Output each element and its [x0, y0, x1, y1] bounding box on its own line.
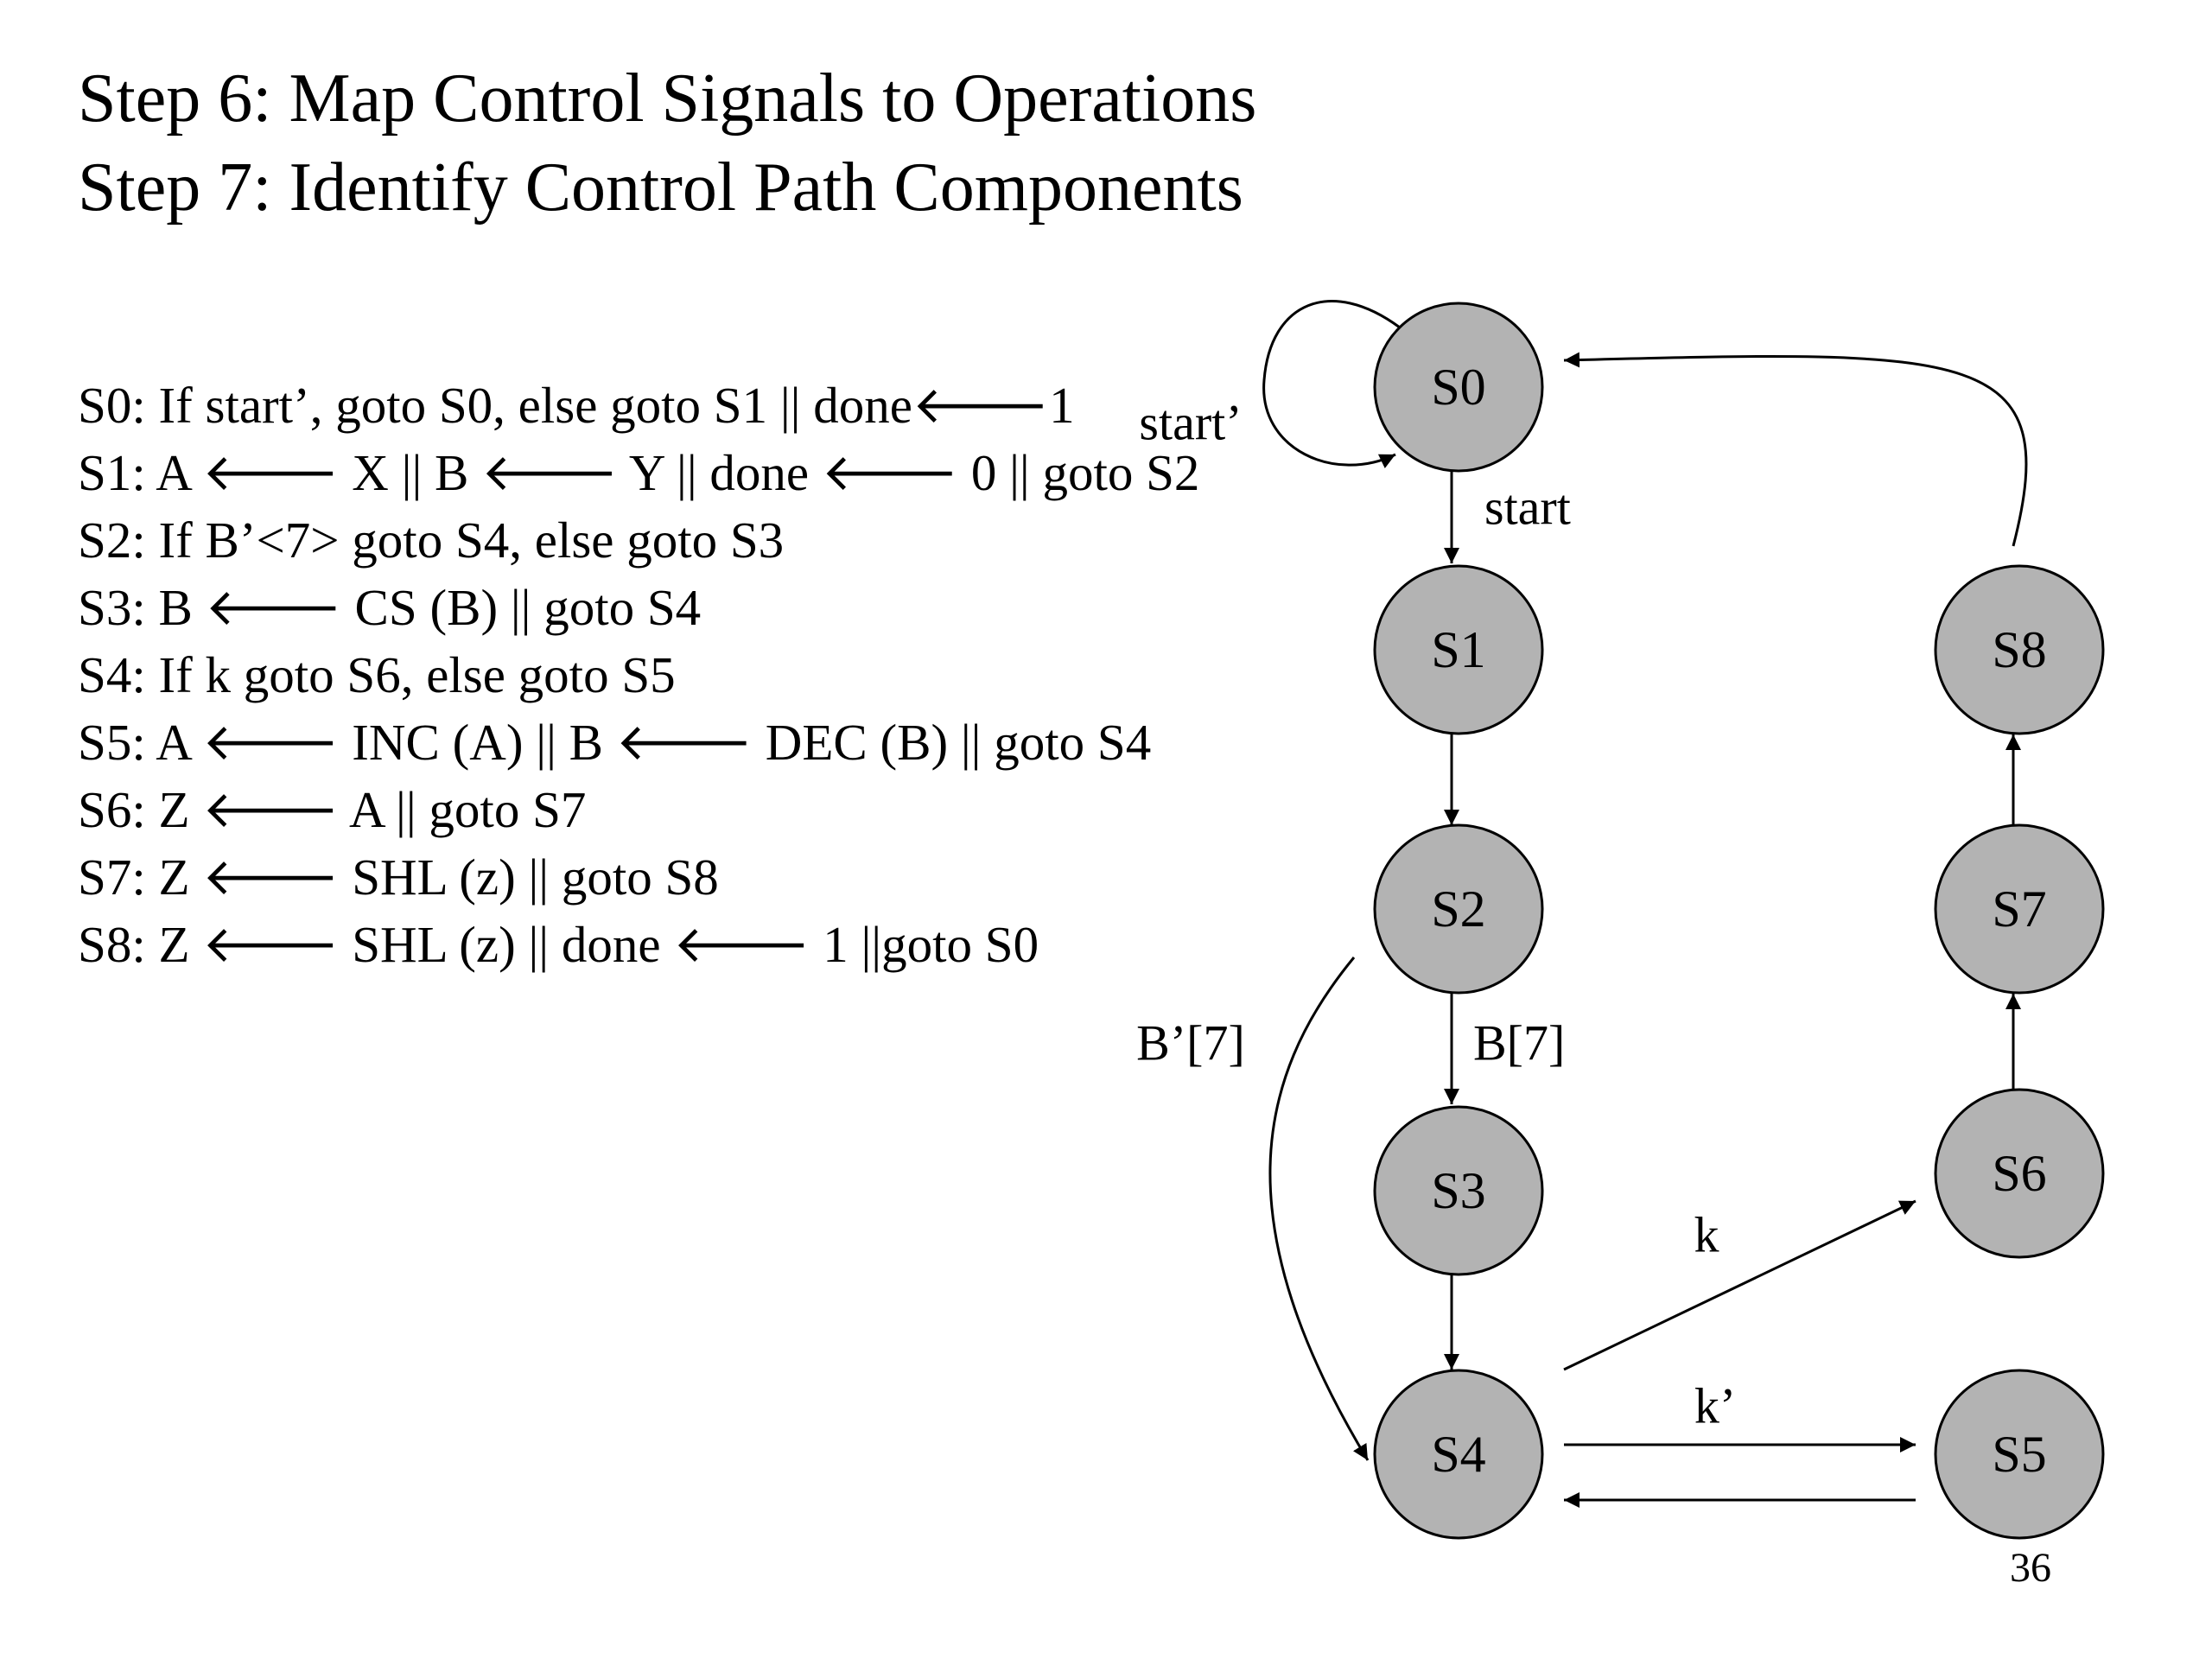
state-circle-s5 [1934, 1369, 2105, 1540]
state-label-s3: S3 [1431, 1162, 1485, 1219]
state-op-s3: S3: B 🡐 CS (B) || goto S4 [78, 579, 702, 636]
state-label-s5: S5 [1992, 1426, 2046, 1483]
state-circle-s0 [1373, 302, 1544, 473]
state-op-s5: S5: A 🡐 INC (A) || B 🡐 DEC (B) || goto S… [78, 714, 1152, 771]
state-circle-s1 [1373, 564, 1544, 735]
slide-title-step7: Step 7: Identify Control Path Components [78, 149, 1243, 226]
state-operations-list: S0: If start’, goto S0, else goto S1 || … [78, 372, 1199, 978]
state-label-s0: S0 [1431, 359, 1485, 416]
state-label-s4: S4 [1431, 1426, 1485, 1483]
state-op-s0: S0: If start’, goto S0, else goto S1 || … [78, 377, 1075, 434]
edge-label-s2-to-s4: B’[7] [1136, 1014, 1245, 1071]
page-number: 36 [2010, 1545, 2051, 1591]
state-op-s4: S4: If k goto S6, else goto S5 [78, 646, 676, 703]
state-circle-s4 [1373, 1369, 1544, 1540]
state-node-s0: S0 [1373, 302, 1544, 473]
state-circle-s3 [1373, 1105, 1544, 1276]
edge-s4-to-s6 [1563, 1199, 1916, 1371]
state-node-s1: S1 [1373, 564, 1544, 735]
state-op-s7: S7: Z 🡐 SHL (z) || goto S8 [78, 849, 719, 906]
state-node-s2: S2 [1373, 823, 1544, 995]
edge-label-s2-to-s3: B[7] [1473, 1014, 1565, 1071]
state-op-s2: S2: If B’<7> goto S4, else goto S3 [78, 512, 785, 569]
edge-s0-to-s0 [1262, 300, 1401, 468]
state-op-s6: S6: Z 🡐 A || goto S7 [78, 781, 587, 838]
edge-label-s0-to-s0: start’ [1139, 394, 1242, 450]
edge-s2-to-s4 [1268, 957, 1370, 1461]
state-node-s8: S8 [1934, 564, 2105, 735]
state-node-s6: S6 [1934, 1088, 2105, 1259]
diagram-edges [1262, 300, 2028, 1508]
state-node-s5: S5 [1934, 1369, 2105, 1540]
state-label-s1: S1 [1431, 621, 1485, 678]
state-circle-s2 [1373, 823, 1544, 995]
state-node-s3: S3 [1373, 1105, 1544, 1276]
state-node-s7: S7 [1934, 823, 2105, 995]
state-node-s4: S4 [1373, 1369, 1544, 1540]
slide-title-step6: Step 6: Map Control Signals to Operation… [78, 60, 1257, 137]
edge-label-s4-to-s5: k’ [1694, 1377, 1736, 1433]
edge-label-s4-to-s6: k [1694, 1206, 1719, 1262]
state-circle-s7 [1934, 823, 2105, 995]
state-op-s8: S8: Z 🡐 SHL (z) || done 🡐 1 ||goto S0 [78, 916, 1039, 973]
state-label-s8: S8 [1992, 621, 2046, 678]
state-label-s7: S7 [1992, 880, 2046, 938]
state-label-s6: S6 [1992, 1145, 2046, 1202]
edge-s8-to-s0 [1563, 352, 2028, 547]
edge-label-s0-to-s1: start [1484, 479, 1571, 535]
state-circle-s8 [1934, 564, 2105, 735]
state-label-s2: S2 [1431, 880, 1485, 938]
state-circle-s6 [1934, 1088, 2105, 1259]
state-op-s1: S1: A 🡐 X || B 🡐 Y || done 🡐 0 || goto S… [78, 444, 1200, 501]
